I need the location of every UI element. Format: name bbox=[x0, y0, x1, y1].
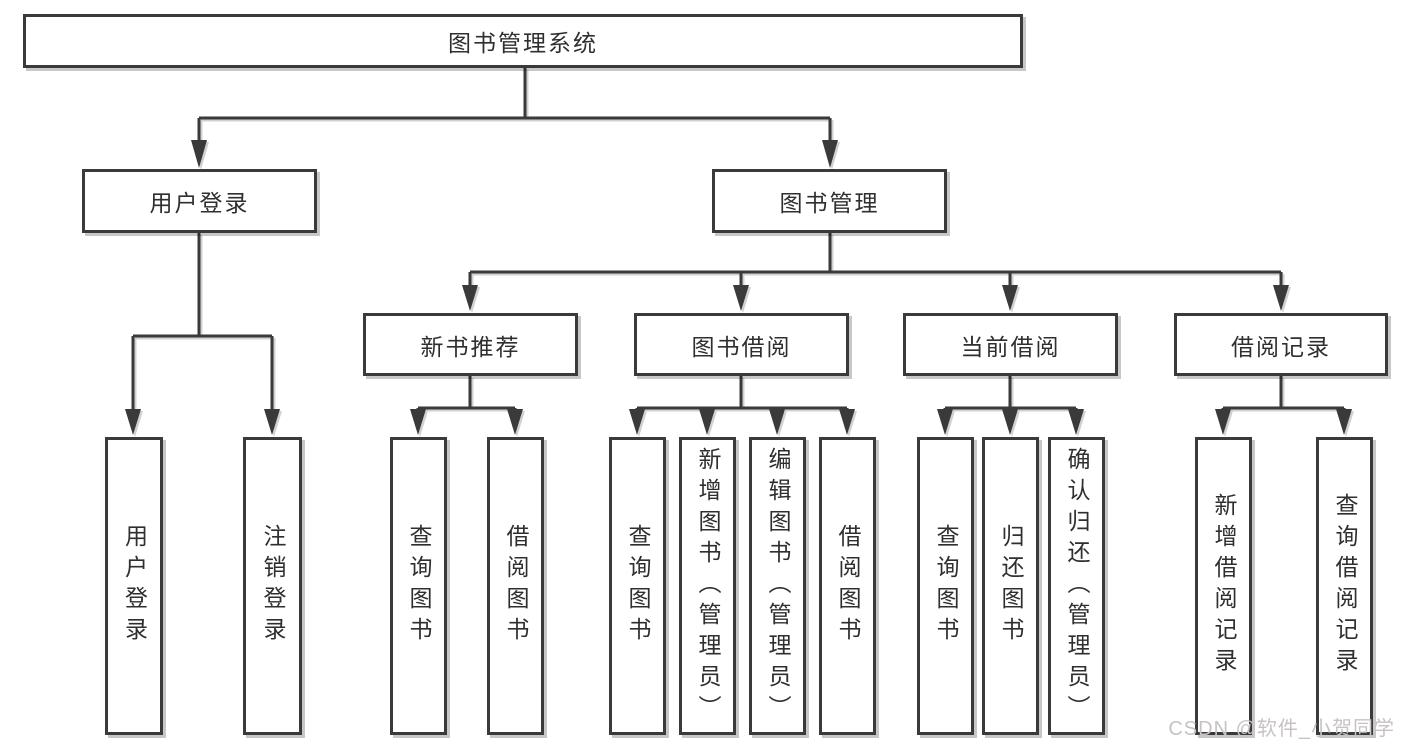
node-user-login: 用户登录 bbox=[82, 169, 317, 233]
leaf-add-book-admin: 新增图书（管理员） bbox=[679, 437, 736, 735]
arrowhead bbox=[1002, 285, 1018, 311]
connector-user-login bbox=[131, 233, 274, 410]
node-label: 借阅图书 bbox=[835, 524, 861, 648]
node-label: 借阅图书 bbox=[503, 524, 529, 648]
leaf-query-books-borrow: 查询图书 bbox=[609, 437, 666, 735]
node-label: 新增图书（管理员） bbox=[695, 446, 721, 726]
node-label: 借阅记录 bbox=[1231, 333, 1331, 360]
node-label: 图书借阅 bbox=[691, 333, 792, 360]
node-label: 查询图书 bbox=[406, 524, 432, 648]
node-label: 用户登录 bbox=[149, 190, 250, 216]
leaf-return-book: 归还图书 bbox=[982, 437, 1039, 735]
node-label: 注销登录 bbox=[260, 524, 286, 648]
leaf-borrow-books-recommend: 借阅图书 bbox=[487, 437, 544, 735]
arrowhead bbox=[1002, 409, 1018, 435]
leaf-add-borrow-record: 新增借阅记录 bbox=[1195, 437, 1252, 735]
node-label: 归还图书 bbox=[998, 524, 1024, 648]
leaf-query-borrow-record: 查询借阅记录 bbox=[1316, 437, 1373, 735]
arrowhead bbox=[125, 409, 141, 435]
arrowhead bbox=[769, 409, 785, 435]
node-label: 当前借阅 bbox=[960, 333, 1061, 360]
connector-root bbox=[197, 68, 832, 142]
connector-book-borrow bbox=[635, 376, 849, 411]
arrowhead bbox=[699, 409, 715, 435]
node-label: 查询图书 bbox=[933, 524, 959, 648]
leaf-borrow-books: 借阅图书 bbox=[819, 437, 876, 735]
connector-new-book bbox=[416, 376, 517, 411]
leaf-user-login: 用户登录 bbox=[105, 437, 163, 735]
leaf-logout-login: 注销登录 bbox=[243, 437, 302, 735]
arrowhead bbox=[507, 409, 523, 435]
node-label: 图书管理系统 bbox=[448, 30, 598, 56]
node-book-borrow: 图书借阅 bbox=[634, 313, 849, 376]
arrowhead bbox=[191, 140, 207, 168]
node-label: 新书推荐 bbox=[420, 333, 521, 360]
connector-current-borrow bbox=[943, 376, 1078, 411]
connector-borrow-records bbox=[1221, 376, 1346, 411]
arrowhead bbox=[462, 285, 478, 311]
node-label: 用户登录 bbox=[121, 524, 148, 648]
node-label: 图书管理 bbox=[779, 190, 880, 216]
arrowhead bbox=[733, 285, 749, 311]
leaf-confirm-return-admin: 确认归还（管理员） bbox=[1048, 437, 1105, 735]
node-label: 新增借阅记录 bbox=[1211, 493, 1237, 679]
arrowheads bbox=[125, 140, 1352, 435]
node-current-borrow: 当前借阅 bbox=[903, 313, 1118, 376]
arrowhead bbox=[1273, 285, 1289, 311]
node-borrow-records: 借阅记录 bbox=[1174, 313, 1388, 376]
node-label: 确认归还（管理员） bbox=[1064, 446, 1090, 726]
arrowhead bbox=[822, 140, 838, 168]
connector-book-management bbox=[468, 233, 1283, 287]
node-library-system: 图书管理系统 bbox=[23, 14, 1023, 68]
leaf-query-books-current: 查询图书 bbox=[917, 437, 974, 735]
leaf-edit-book-admin: 编辑图书（管理员） bbox=[749, 437, 806, 735]
arrowhead bbox=[1068, 409, 1084, 435]
node-new-book-recommend: 新书推荐 bbox=[363, 313, 578, 376]
leaf-query-books-recommend: 查询图书 bbox=[390, 437, 447, 735]
arrowhead bbox=[937, 409, 953, 435]
csdn-watermark: CSDN @软件_小贺同学 bbox=[1168, 718, 1395, 740]
arrowhead bbox=[1336, 409, 1352, 435]
node-label: 查询借阅记录 bbox=[1332, 493, 1358, 679]
node-label: 编辑图书（管理员） bbox=[765, 446, 791, 726]
arrowhead bbox=[1215, 409, 1231, 435]
arrowhead bbox=[410, 409, 426, 435]
arrowhead bbox=[839, 409, 855, 435]
node-book-management: 图书管理 bbox=[712, 169, 947, 233]
arrowhead bbox=[264, 409, 280, 435]
node-label: 查询图书 bbox=[625, 524, 651, 648]
arrowhead bbox=[629, 409, 645, 435]
